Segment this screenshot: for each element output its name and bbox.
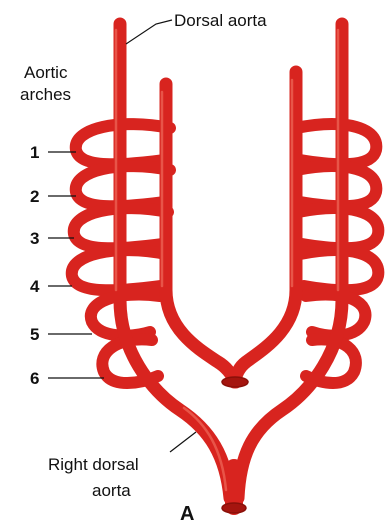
left-inner-trunk [166, 84, 236, 382]
right-dorsal-leader [170, 432, 196, 452]
aortic-sac-opening [222, 377, 248, 387]
descending-aorta-opening [222, 503, 246, 513]
left-dorsal-aorta [120, 24, 230, 498]
vessel-highlights [116, 30, 338, 490]
arch-number-6: 6 [30, 369, 39, 388]
dorsal-aortae [120, 24, 342, 506]
right-inner-trunk [234, 72, 296, 382]
arch-number-3: 3 [30, 229, 39, 248]
aortic-arches-label-line2: arches [20, 85, 71, 104]
arch-number-4: 4 [30, 277, 40, 296]
right-dorsal-aorta-label-line2: aorta [92, 481, 131, 500]
arch-number-2: 2 [30, 187, 39, 206]
aortic-arches-label-line1: Aortic [24, 63, 68, 82]
dorsal-aorta-leader [126, 20, 172, 44]
right-dorsal-aorta-label-line1: Right dorsal [48, 455, 139, 474]
vessel-illustration [72, 24, 379, 513]
panel-letter: A [180, 503, 194, 525]
arch-number-5: 5 [30, 325, 39, 344]
aortic-sac [166, 72, 296, 382]
dorsal-aorta-label: Dorsal aorta [174, 11, 267, 30]
arch-number-1: 1 [30, 143, 39, 162]
